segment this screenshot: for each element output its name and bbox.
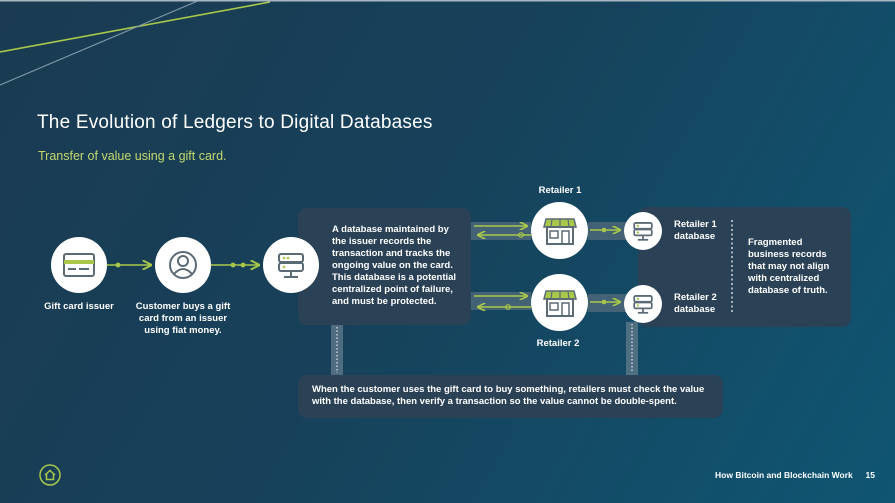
home-icon <box>39 464 61 486</box>
retailer-2-label: Retailer 2 <box>536 338 580 349</box>
retailer-1-database-label: Retailer 1 database <box>674 219 717 242</box>
bottom-note-panel <box>298 375 723 418</box>
gift-card-icon <box>63 253 95 277</box>
gift-card-issuer-node <box>51 237 107 293</box>
customer-node <box>155 237 211 293</box>
retailer-1-label: Retailer 1 <box>538 185 582 196</box>
bottom-note-text: When the customer uses the gift card to … <box>312 384 705 407</box>
user-icon <box>169 251 197 279</box>
database-server-icon <box>278 253 304 278</box>
footer: How Bitcoin and Blockchain Work 15 <box>715 470 875 480</box>
storefront-icon <box>542 289 577 317</box>
footer-title: How Bitcoin and Blockchain Work <box>715 470 853 480</box>
database-server-icon <box>633 222 653 241</box>
slide-title: The Evolution of Ledgers to Digital Data… <box>37 112 433 133</box>
issuer-database-description: A database maintained by the issuer reco… <box>332 224 457 307</box>
page-number: 15 <box>865 470 875 480</box>
slide-subtitle: Transfer of value using a gift card. <box>38 149 227 163</box>
gift-card-issuer-label: Gift card issuer <box>44 301 114 312</box>
retailer-1-database-node <box>624 212 662 250</box>
database-server-icon <box>633 295 653 314</box>
storefront-icon <box>542 217 577 245</box>
retailer-2-database-node <box>624 285 662 323</box>
home-button[interactable] <box>39 464 61 486</box>
fragmented-records-description: Fragmented business records that may not… <box>748 237 830 296</box>
issuer-database-node <box>263 237 319 293</box>
retailer-1-node <box>531 202 588 259</box>
retailer-2-database-label: Retailer 2 database <box>674 292 717 315</box>
retailer-2-node <box>531 274 588 331</box>
issuer-database-panel <box>298 208 471 325</box>
customer-label: Customer buys a gift card from an issuer… <box>135 301 231 336</box>
fragmented-records-panel <box>638 207 851 327</box>
